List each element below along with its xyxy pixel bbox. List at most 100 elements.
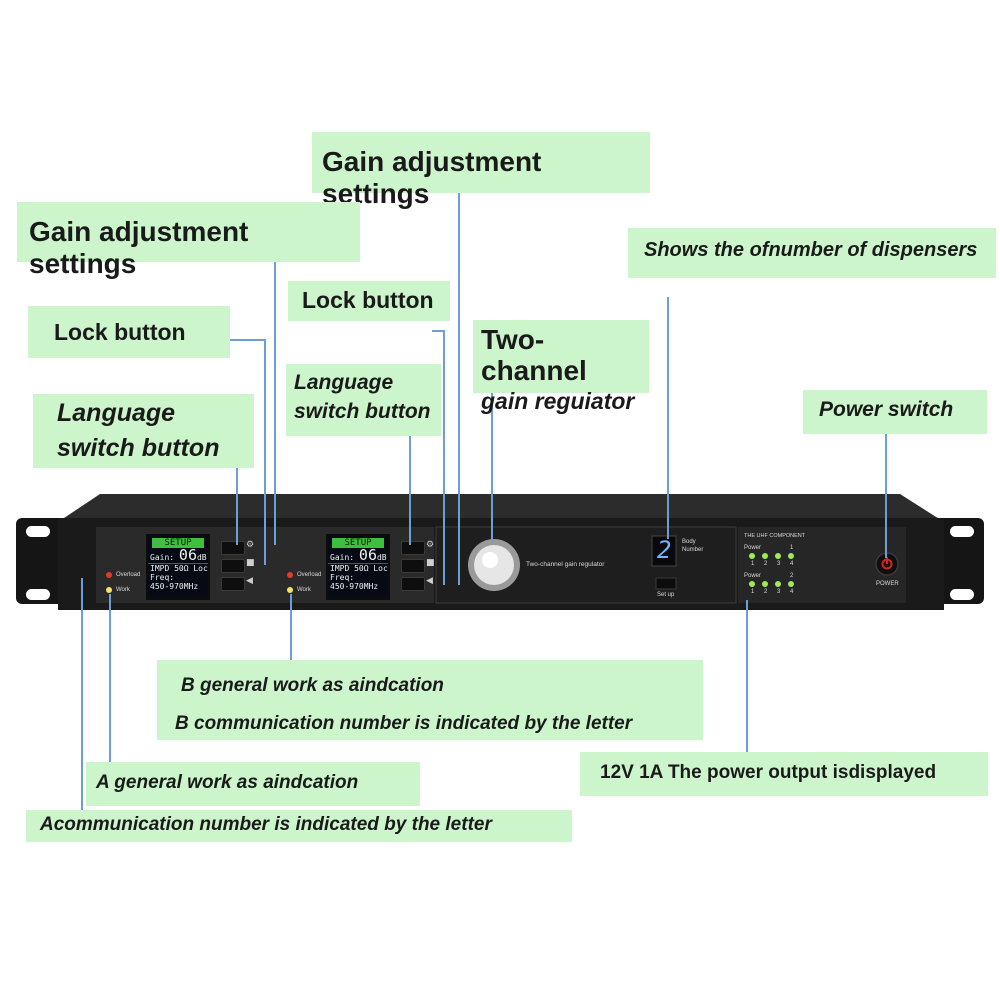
callout-power-switch-text: Power switch <box>819 398 954 421</box>
led-num-1-4: 4 <box>790 561 794 567</box>
lcd-b-gain-value: 06 <box>358 546 377 564</box>
callout-power-output: 12V 1A The power output isdisplayed <box>580 752 988 796</box>
leader-gain-top <box>458 193 460 585</box>
lock-button-a[interactable] <box>221 559 245 573</box>
lcd-b-freq-range: 450-970MHz <box>330 582 379 591</box>
work-label-b: Work <box>297 587 311 593</box>
leader-dispensers <box>667 297 669 539</box>
language-button-b[interactable] <box>401 577 425 591</box>
setup-label: Set up <box>657 592 675 598</box>
arrow-left-icon: ◀ <box>426 576 433 586</box>
lcd-b-gain-label: Gain: <box>330 553 355 562</box>
callout-lock-left-text: Lock button <box>54 319 186 345</box>
power-led-2-3 <box>775 581 781 587</box>
lock-button-b[interactable] <box>401 559 425 573</box>
callout-language-center: Language switch button <box>286 364 441 436</box>
callout-b-indicators: B general work as aindcation B communica… <box>157 660 703 740</box>
lcd-a-freq-range: 450-970MHz <box>150 582 199 591</box>
led-num-2-1: 1 <box>751 589 755 595</box>
led-num-2-4: 4 <box>790 589 794 595</box>
callout-gain-adjustment-left: Gain adjustment settings <box>17 202 360 279</box>
leader-lock-left-h <box>230 339 264 341</box>
overload-label-a: Overload <box>116 572 141 578</box>
power-led-1-1 <box>749 553 755 559</box>
rack-slot-left-bottom <box>26 589 50 600</box>
gain-button-b[interactable] <box>401 541 425 555</box>
leader-a-comm <box>81 578 83 816</box>
work-led-a <box>106 587 112 593</box>
callout-a-comm: Acommunication number is indicated by th… <box>26 810 572 842</box>
led-num-1-3: 3 <box>777 561 781 567</box>
callout-lock-center: Lock button <box>288 281 450 321</box>
lcd-a-lock: Lock <box>193 564 208 573</box>
callout-two-channel-line1: Two-channel <box>481 324 587 386</box>
lcd-b-gain-unit: dB <box>376 553 387 562</box>
leader-lock-left-v <box>264 339 266 565</box>
power-led-1-2 <box>762 553 768 559</box>
callout-language-left: Language switch button <box>33 394 254 468</box>
power-label-1: Power <box>744 545 762 551</box>
lock-icon: ■ <box>246 558 255 568</box>
setup-button[interactable] <box>655 577 677 590</box>
leader-language-center <box>409 436 411 545</box>
lcd-screen-b: SETUP Gain: 06dB IMPD 50Ω Lock Freq: 450… <box>326 534 390 600</box>
gain-knob-cap <box>482 552 498 568</box>
component-title: THE UHF COMPONENT <box>744 533 806 539</box>
power-led-1-4 <box>788 553 794 559</box>
lcd-a-freq-label: Freq: <box>150 573 175 582</box>
led-num-1-2: 2 <box>764 561 768 567</box>
gear-icon: ⚙ <box>246 540 255 550</box>
leader-lock-center-h <box>432 330 444 332</box>
callout-language-center-line1: Language <box>294 371 394 394</box>
power-led-2-2 <box>762 581 768 587</box>
callout-a-work: A general work as aindcation <box>86 762 420 806</box>
power-label-2: Power <box>744 573 762 579</box>
callout-gain-adjustment-top: Gain adjustment settings <box>312 132 650 209</box>
callout-a-work-text: A general work as aindcation <box>96 772 359 793</box>
callout-lock-left: Lock button <box>28 306 230 358</box>
arrow-left-icon: ◀ <box>246 576 253 586</box>
callout-language-left-line1: Language <box>57 399 176 427</box>
leader-two-channel <box>491 393 493 541</box>
body-number-display <box>651 535 677 567</box>
rack-slot-left-top <box>26 526 50 537</box>
power-led-1-3 <box>775 553 781 559</box>
body-number-label-2: Number <box>682 547 704 553</box>
leader-a-work <box>109 594 111 762</box>
lcd-b-title: SETUP <box>332 538 384 548</box>
callout-lock-center-text: Lock button <box>302 287 434 313</box>
overload-led-b <box>287 572 293 578</box>
callout-gain-adjustment-left-text: Gain adjustment settings <box>29 216 249 279</box>
device-top-shell <box>58 494 944 522</box>
work-led-b <box>287 587 293 593</box>
gain-button-a[interactable] <box>221 541 245 555</box>
lcd-b-lock: Lock <box>373 564 388 573</box>
work-label-a: Work <box>116 587 130 593</box>
callout-two-channel: Two-channel gain reguiator <box>473 320 649 414</box>
language-button-a[interactable] <box>221 577 245 591</box>
callout-dispensers-text: Shows the ofnumber of dispensers <box>644 239 978 261</box>
body-number-digit: 2 <box>657 536 672 564</box>
lcd-a-impd: IMPD 50Ω <box>150 564 189 573</box>
lcd-a-gain-label: Gain: <box>150 553 175 562</box>
callout-language-center-line2: switch button <box>294 400 431 423</box>
lcd-b-impd: IMPD 50Ω <box>330 564 369 573</box>
callout-power-output-text: 12V 1A The power output isdisplayed <box>600 762 937 783</box>
leader-b-work <box>290 594 292 662</box>
leader-power-output <box>746 600 748 752</box>
power-button-label: POWER <box>876 581 899 587</box>
power-led-2-4 <box>788 581 794 587</box>
callout-language-left-line2: switch button <box>57 434 220 462</box>
leader-gain-left <box>274 262 276 545</box>
overload-led-a <box>106 572 112 578</box>
callout-a-comm-text: Acommunication number is indicated by th… <box>40 814 492 835</box>
leader-power-switch <box>885 434 887 558</box>
regulator-text: Two-channel gain regulator <box>526 561 605 568</box>
callout-gain-adjustment-top-text: Gain adjustment settings <box>322 146 542 209</box>
led-num-1-1: 1 <box>751 561 755 567</box>
leader-language-left <box>236 468 238 545</box>
callout-power-switch: Power switch <box>803 390 987 434</box>
group1-number: 1 <box>790 545 794 551</box>
overload-label-b: Overload <box>297 572 322 578</box>
lcd-b-freq-label: Freq: <box>330 573 355 582</box>
